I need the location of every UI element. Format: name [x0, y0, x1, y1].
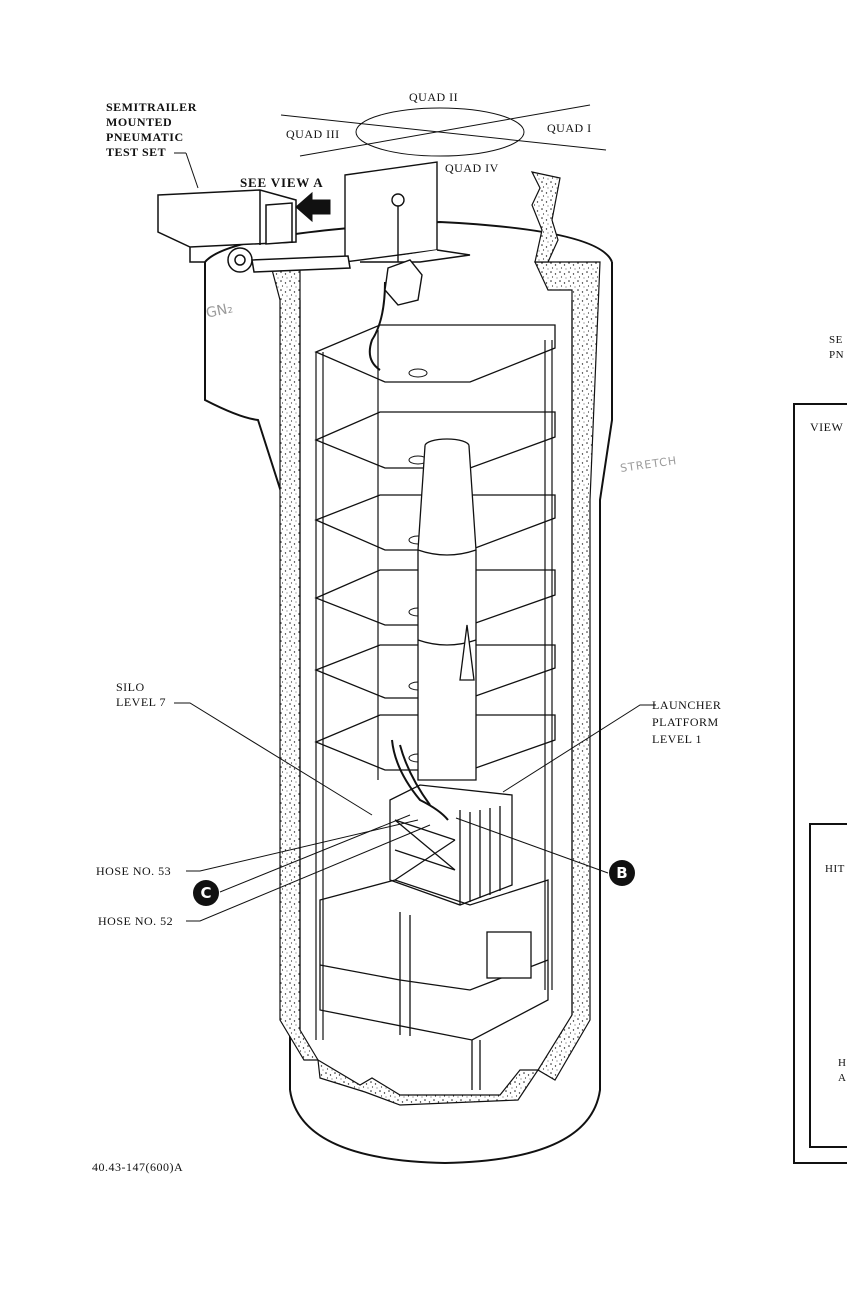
- vertical-supports: [315, 330, 553, 1040]
- test-set-line-1: SEMITRAILER: [106, 100, 197, 114]
- hose-53-label: HOSE NO. 53: [96, 864, 172, 878]
- right-top-line-1: SE: [829, 334, 843, 346]
- right-view-partial: VIEW: [810, 420, 844, 434]
- leader-lines: [174, 152, 656, 922]
- semitrailer: [157, 189, 351, 273]
- test-set-label: SEMITRAILER MOUNTED PNEUMATIC TEST SET: [106, 100, 197, 160]
- callout-b: B: [609, 860, 635, 886]
- launcher-platform-label: LAUNCHER PLATFORM LEVEL 1: [652, 697, 721, 748]
- test-set-line-3: PNEUMATIC: [106, 130, 184, 144]
- pad-structure: [344, 161, 471, 306]
- quad-iv-label: QUAD IV: [445, 161, 499, 175]
- quad-iii-label: QUAD III: [286, 127, 340, 141]
- hoses: [368, 281, 449, 821]
- test-set-line-4: TEST SET: [106, 145, 167, 159]
- see-view-a-label: SEE VIEW A: [240, 175, 324, 190]
- quadrant-reference: [280, 104, 607, 157]
- figure-id-label: 40.43-147(600)A: [92, 1160, 184, 1174]
- right-panel-frame: [793, 403, 847, 1164]
- launcher-line-3: LEVEL 1: [652, 732, 703, 746]
- right-bottom-partial: H A: [838, 1056, 846, 1086]
- see-view-arrow: [295, 191, 331, 223]
- silo-shell: [204, 220, 613, 1165]
- silo-level-label: SILO LEVEL 7: [116, 680, 166, 710]
- launcher-structure: [389, 784, 513, 906]
- silo-level-line-1: SILO: [116, 680, 145, 694]
- silo-interior: [299, 300, 573, 1030]
- quad-ii-label: QUAD II: [409, 90, 459, 104]
- right-bottom-line-1: H: [838, 1057, 847, 1069]
- right-hit-partial: HIT: [825, 863, 845, 875]
- callout-c: C: [193, 880, 219, 906]
- missile: [417, 438, 477, 781]
- silo-level-line-2: LEVEL 7: [116, 695, 167, 709]
- quad-i-label: QUAD I: [547, 121, 592, 135]
- right-bottom-line-2: A: [838, 1072, 847, 1084]
- right-top-line-2: PN: [829, 349, 845, 361]
- concrete-wall: [269, 171, 601, 1106]
- launcher-line-1: LAUNCHER: [652, 698, 722, 712]
- right-top-partial: SE PN: [829, 333, 844, 363]
- hose-52-label: HOSE NO. 52: [98, 914, 174, 928]
- launcher-line-2: PLATFORM: [652, 715, 719, 729]
- test-set-line-2: MOUNTED: [106, 115, 173, 129]
- lower-room: [319, 879, 549, 1090]
